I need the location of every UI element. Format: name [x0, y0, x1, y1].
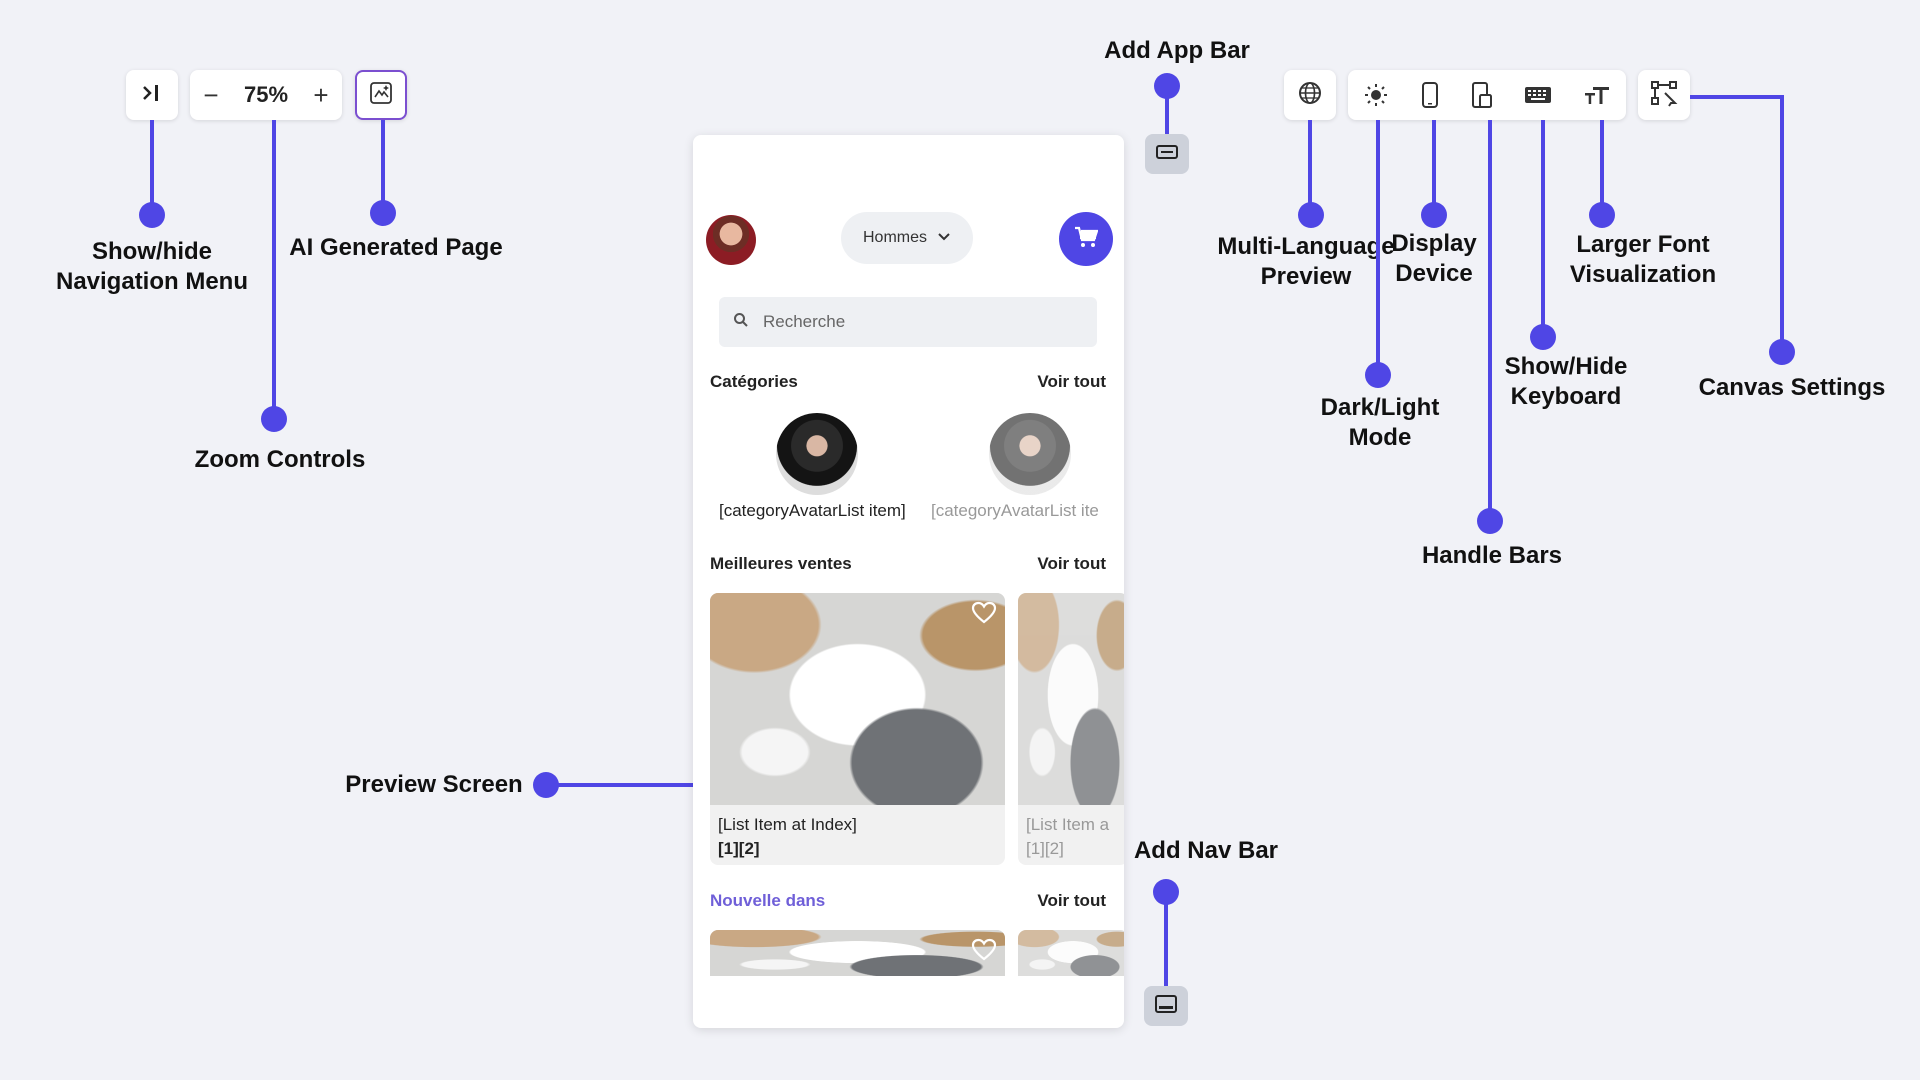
- sidebar-toggle-icon: [139, 82, 165, 109]
- category-avatar[interactable]: [776, 413, 858, 495]
- zoom-out-button[interactable]: −: [203, 79, 219, 110]
- sun-icon: [1363, 82, 1389, 108]
- new-in-title: Nouvelle dans: [710, 891, 826, 910]
- avatar[interactable]: [706, 215, 756, 265]
- product-card[interactable]: [710, 930, 1005, 976]
- product-index: [1][2]: [718, 839, 760, 858]
- ai-page-icon: [367, 79, 395, 112]
- app-bar-icon: [1155, 144, 1179, 165]
- globe-icon: [1297, 80, 1323, 111]
- keyboard-icon: [1524, 85, 1552, 105]
- search-input[interactable]: Recherche: [719, 297, 1097, 347]
- label-ai-generated: AI Generated Page: [289, 234, 503, 261]
- best-sellers-see-all[interactable]: Voir tout: [1037, 554, 1106, 573]
- label-canvas-settings: Canvas Settings: [1698, 374, 1886, 401]
- product-card[interactable]: [1018, 930, 1124, 976]
- product-label: [List Item at Index]: [718, 815, 857, 834]
- product-card[interactable]: [List Item a [1][2]: [1018, 593, 1124, 865]
- product-image: [1018, 930, 1124, 976]
- product-card[interactable]: [List Item at Index] [1][2]: [710, 593, 1005, 865]
- label-zoom-controls: Zoom Controls: [194, 446, 366, 473]
- search-placeholder: Recherche: [763, 312, 846, 331]
- ai-generated-page-button[interactable]: [355, 70, 407, 120]
- cart-icon: [1074, 226, 1099, 253]
- canvas-settings-button[interactable]: [1638, 70, 1690, 120]
- zoom-in-button[interactable]: +: [313, 79, 329, 110]
- category-label: [categoryAvatarList ite: [931, 501, 1099, 520]
- categories-see-all[interactable]: Voir tout: [1037, 372, 1106, 391]
- preview-screen[interactable]: Hommes Recherche Catégories Voir tout [c…: [693, 135, 1124, 1028]
- add-app-bar-button[interactable]: [1145, 134, 1189, 174]
- label-preview-screen: Preview Screen: [345, 771, 523, 798]
- search-icon: [733, 312, 749, 333]
- label-handle-bars: Handle Bars: [1421, 542, 1563, 569]
- nav-bar-icon: [1154, 994, 1178, 1019]
- product-image: [710, 593, 1005, 805]
- best-sellers-title: Meilleures ventes: [710, 554, 852, 573]
- handle-bars-button[interactable]: [1470, 70, 1494, 120]
- product-image: [710, 930, 1005, 976]
- label-add-nav-bar: Add Nav Bar: [1133, 837, 1279, 864]
- theme-toggle-button[interactable]: [1363, 70, 1389, 120]
- font-size-icon: [1583, 83, 1611, 107]
- heart-icon[interactable]: [971, 938, 997, 967]
- language-preview-button[interactable]: [1284, 70, 1336, 120]
- display-device-button[interactable]: [1420, 70, 1440, 120]
- label-add-app-bar: Add App Bar: [1104, 37, 1250, 64]
- handlebars-icon: [1470, 81, 1494, 109]
- add-nav-bar-button[interactable]: [1144, 986, 1188, 1026]
- chevron-down-icon: [937, 229, 951, 247]
- product-image: [1018, 593, 1124, 805]
- product-label: [List Item a: [1026, 815, 1110, 834]
- keyboard-toggle-button[interactable]: [1524, 70, 1552, 120]
- categories-title: Catégories: [710, 372, 798, 391]
- heart-icon[interactable]: [971, 601, 997, 630]
- category-avatar[interactable]: [989, 413, 1071, 495]
- zoom-controls: − 75% +: [190, 70, 342, 120]
- device-toolbar: [1348, 70, 1626, 120]
- gender-selected: Hommes: [862, 229, 927, 246]
- new-in-see-all[interactable]: Voir tout: [1037, 891, 1106, 910]
- product-index: [1][2]: [1026, 839, 1064, 858]
- nav-toggle-button[interactable]: [126, 70, 178, 120]
- cart-button[interactable]: [1059, 212, 1113, 266]
- larger-font-button[interactable]: [1583, 70, 1611, 120]
- category-label: [categoryAvatarList item]: [719, 501, 906, 520]
- zoom-level: 75%: [243, 82, 289, 107]
- canvas-settings-icon: [1649, 79, 1679, 112]
- gender-selector[interactable]: Hommes: [841, 212, 973, 264]
- phone-icon: [1420, 81, 1440, 109]
